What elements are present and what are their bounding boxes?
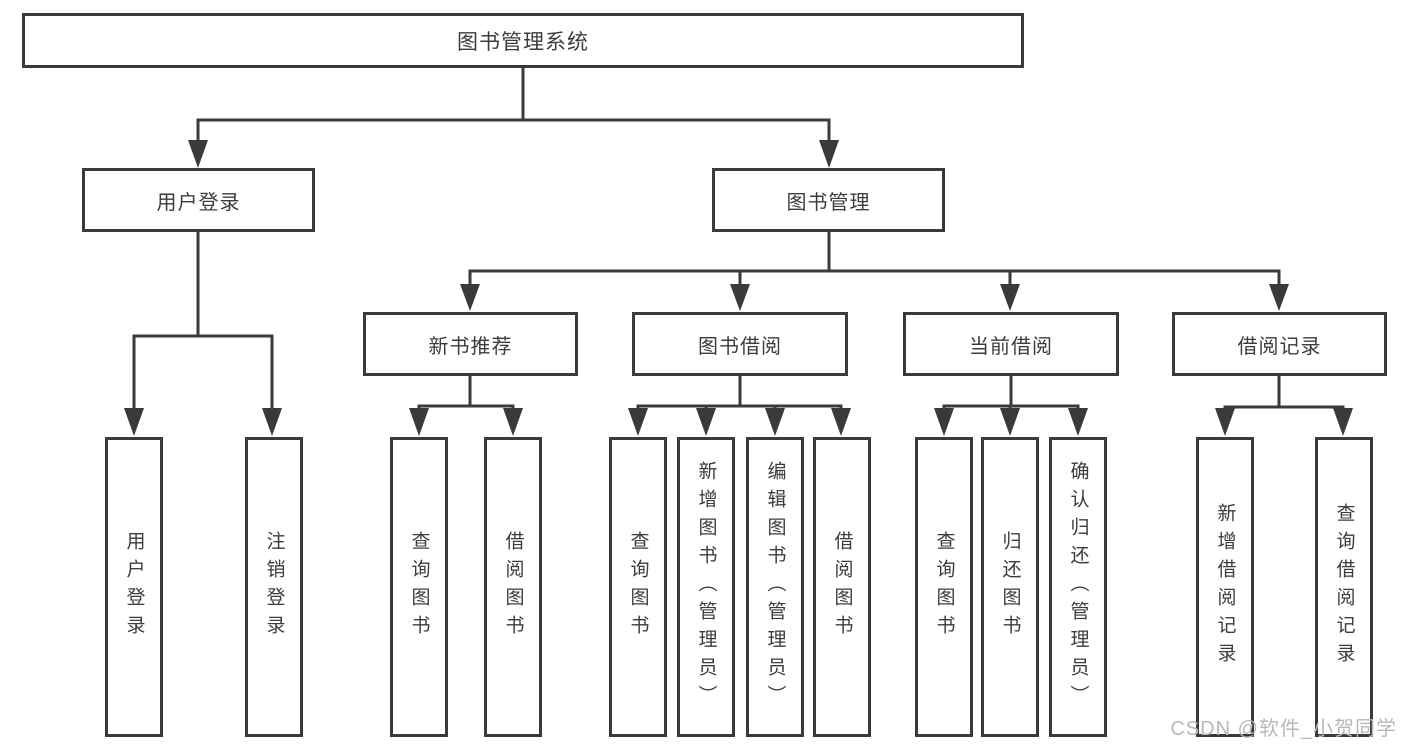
leaf-query-books-current-label: 查询图书: [933, 531, 955, 643]
node-new-book-recommend-label: 新书推荐: [428, 335, 513, 358]
node-book-management: 图书管理: [712, 168, 945, 232]
leaf-query-books-recommend-label: 查询图书: [408, 531, 430, 643]
node-borrow-records: 借阅记录: [1172, 312, 1387, 376]
leaf-logout-label: 注销登录: [263, 531, 285, 643]
leaf-logout: 注销登录: [245, 437, 303, 737]
leaf-query-books-current: 查询图书: [915, 437, 973, 737]
arrow-down-icons: [124, 140, 1353, 436]
leaf-add-book-admin: 新增图书（管理员）: [677, 437, 735, 737]
leaf-borrow-books-borrow-label: 借阅图书: [831, 531, 853, 643]
leaf-add-borrow-record: 新增借阅记录: [1196, 437, 1254, 737]
leaf-borrow-books-recommend-label: 借阅图书: [502, 531, 524, 643]
node-book-borrow-label: 图书借阅: [698, 335, 782, 358]
node-user-login-label: 用户登录: [156, 191, 241, 214]
node-root-label: 图书管理系统: [457, 30, 589, 54]
node-user-login: 用户登录: [82, 168, 315, 232]
leaf-return-books-label: 归还图书: [999, 531, 1021, 643]
leaf-user-login: 用户登录: [105, 437, 163, 737]
leaf-query-books-borrow: 查询图书: [609, 437, 667, 737]
leaf-add-book-admin-label: 新增图书（管理员）: [695, 461, 717, 713]
node-current-borrow-label: 当前借阅: [969, 335, 1053, 358]
node-book-management-label: 图书管理: [786, 191, 871, 214]
leaf-edit-book-admin: 编辑图书（管理员）: [746, 437, 804, 737]
leaf-add-borrow-record-label: 新增借阅记录: [1214, 503, 1236, 671]
node-new-book-recommend: 新书推荐: [363, 312, 578, 376]
leaf-user-login-label: 用户登录: [123, 531, 145, 643]
leaf-edit-book-admin-label: 编辑图书（管理员）: [764, 461, 786, 713]
leaf-query-books-recommend: 查询图书: [390, 437, 448, 737]
leaf-confirm-return-admin: 确认归还（管理员）: [1049, 437, 1107, 737]
leaf-confirm-return-admin-label: 确认归还（管理员）: [1067, 461, 1089, 713]
leaf-query-borrow-record: 查询借阅记录: [1315, 437, 1373, 737]
leaf-borrow-books-borrow: 借阅图书: [813, 437, 871, 737]
node-root: 图书管理系统: [22, 13, 1024, 68]
node-borrow-records-label: 借阅记录: [1237, 335, 1322, 358]
leaf-query-books-borrow-label: 查询图书: [627, 531, 649, 643]
leaf-return-books: 归还图书: [981, 437, 1039, 737]
leaf-borrow-books-recommend: 借阅图书: [484, 437, 542, 737]
node-current-borrow: 当前借阅: [903, 312, 1119, 376]
node-book-borrow: 图书借阅: [632, 312, 848, 376]
leaf-query-borrow-record-label: 查询借阅记录: [1333, 503, 1355, 671]
